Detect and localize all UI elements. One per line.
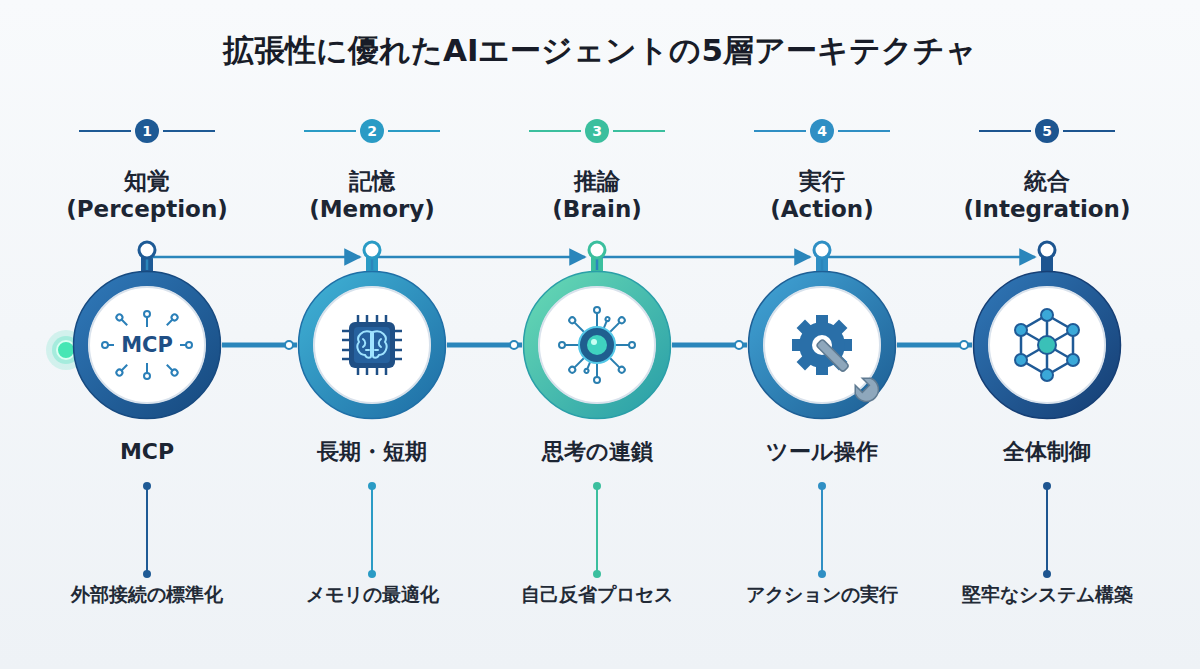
knob-necks [141, 250, 1053, 274]
diagram-title: 拡張性に優れたAIエージェントの5層アーキテクチャ [0, 30, 1200, 70]
layer-description: アクションの実行 [746, 581, 898, 607]
ring-edge [749, 272, 896, 419]
ring-outline [972, 270, 1122, 420]
chain-dots [285, 341, 968, 349]
chain-connector [672, 343, 747, 348]
layer-circle: 知覚 (Perception)MCPMCP外部接続の標準化 [72, 270, 222, 420]
ring-band [756, 279, 888, 411]
layer-description: 自己反省プロセス [521, 581, 673, 607]
layer-heading: 記憶 (Memory) [309, 167, 435, 223]
chain-connector [222, 343, 297, 348]
layer-circle: 統合 (Integration)全体制御堅牢なシステム構築 [972, 270, 1122, 420]
ring-edge [524, 272, 671, 419]
layer-circle: 記憶 (Memory)長期・短期メモリの最適化 [297, 270, 447, 420]
leader-lines [143, 482, 1051, 578]
ring-band [531, 279, 663, 411]
layer-heading: 知覚 (Perception) [66, 167, 228, 223]
flow-arrow [597, 257, 810, 270]
layer-label: MCP [120, 438, 174, 466]
neural-hub-icon [559, 307, 635, 383]
ring-edge [974, 272, 1121, 419]
ring-outline [747, 270, 897, 420]
flow-arrow [372, 257, 585, 270]
layer-heading: 実行 (Action) [770, 167, 874, 223]
flow-arrow [822, 257, 1035, 270]
ring-face [539, 287, 655, 403]
callout-number: 3 [585, 119, 609, 143]
callout-number: 4 [810, 119, 834, 143]
callout-number: 1 [135, 119, 159, 143]
gear-wrench-icon [792, 315, 883, 406]
layer-heading: 統合 (Integration) [964, 167, 1131, 223]
ring-outline [297, 270, 447, 420]
mcp-rays-icon [102, 311, 192, 379]
layer-label: ツール操作 [766, 438, 878, 466]
badge-circles [135, 119, 1059, 143]
layer-label: 思考の連鎖 [542, 438, 653, 466]
callout-number: 5 [1035, 119, 1059, 143]
layer-label: 全体制御 [1003, 438, 1091, 466]
ring-face [764, 287, 880, 403]
layer-circle: 実行 (Action)ツール操作アクションの実行 [747, 270, 897, 420]
callout-number: 2 [360, 119, 384, 143]
network-hex-icon [1015, 309, 1079, 381]
brain-chip-icon [342, 315, 402, 375]
layer-heading: 推論 (Brain) [552, 167, 642, 223]
layer-circle: 推論 (Brain)思考の連鎖自己反省プロセス [522, 270, 672, 420]
ring-band [306, 279, 438, 411]
layer-description: 堅牢なシステム構築 [962, 581, 1133, 607]
ring-outline [522, 270, 672, 420]
layer-label: 長期・短期 [317, 438, 427, 466]
ring-face [314, 287, 430, 403]
ring-edge [299, 272, 446, 419]
ring-face [989, 287, 1105, 403]
flow-arrow [147, 257, 360, 270]
layer-description: 外部接続の標準化 [71, 581, 223, 607]
top-knobs [139, 242, 1055, 258]
icon-text: MCP [72, 332, 222, 358]
chain-connector [897, 343, 972, 348]
layer-description: メモリの最適化 [306, 581, 439, 607]
chain-connector [447, 343, 522, 348]
ring-band [981, 279, 1113, 411]
